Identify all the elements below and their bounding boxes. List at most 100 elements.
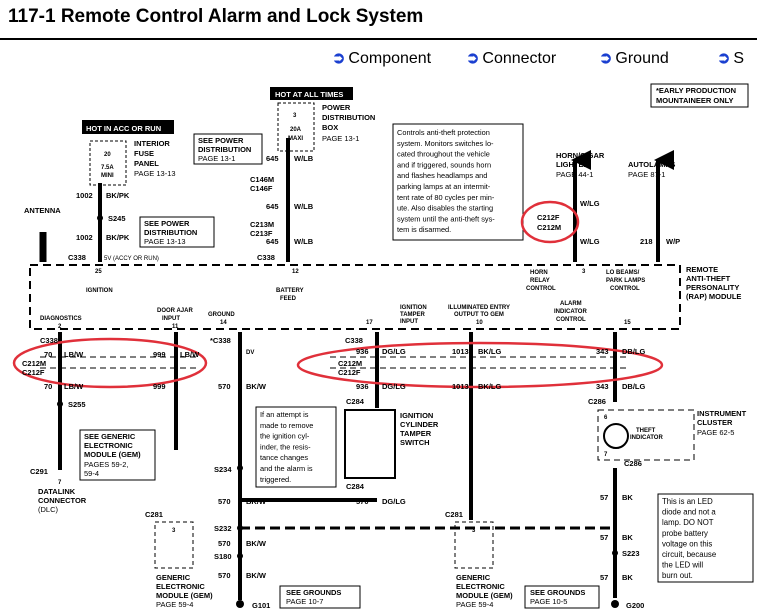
connector-c281-b: C281 — [445, 510, 463, 519]
led-note-line: burn out. — [662, 571, 693, 580]
color-wlb-b: W/LB — [294, 202, 314, 211]
description-line: tem is disarmed. — [397, 225, 451, 234]
gem-a-line2: ELECTRONIC — [156, 582, 205, 591]
nav-link-connector[interactable]: ➲Connector — [466, 48, 556, 68]
ic-label2: CLUSTER — [697, 418, 733, 427]
circuit-57-c: 57 — [600, 573, 608, 582]
gem-b-line2: ELECTRONIC — [456, 582, 505, 591]
see-grounds1-line1: SEE GROUNDS — [286, 588, 341, 597]
gem-b-line1: GENERIC — [456, 573, 491, 582]
description-line: system until the anti-theft sys- — [397, 214, 495, 223]
circuit-645-b: 645 — [266, 202, 279, 211]
horn-relay-line3: CONTROL — [526, 286, 556, 292]
pdb-label1: POWER — [322, 103, 351, 112]
pin-6: 6 — [604, 415, 608, 421]
fuse3-rating: 20A — [290, 127, 302, 133]
arrow-right-icon: ➲ — [599, 50, 613, 67]
gem-b-page: PAGE 59-4 — [456, 600, 493, 609]
theft-led-symbol — [603, 423, 629, 449]
circuit-570-b: 570 — [356, 497, 369, 506]
connector-c286-b: C286 — [624, 459, 642, 468]
gem-b-line3: MODULE (GEM) — [456, 591, 513, 600]
splice-bus — [40, 356, 630, 530]
fuse20-rating: 7.5A — [101, 165, 114, 171]
connector-c212f-top: C212F — [537, 213, 560, 222]
circuit-343-b: 343 — [596, 382, 609, 391]
arrow-right-icon: ➲ — [466, 50, 480, 67]
description-box — [392, 123, 524, 241]
gem-a-page: PAGE 59-4 — [156, 600, 193, 609]
color-lbw-b: LB/W — [180, 350, 200, 359]
circuit-1002-b: 1002 — [76, 233, 93, 242]
ignition-attempt-line: triggered. — [260, 475, 291, 484]
see-power-dist-1-box — [193, 133, 263, 165]
connector-c338-mid-star: *C338 — [210, 336, 231, 345]
led-note-box — [657, 493, 754, 583]
color-dglg-b: DG/LG — [382, 382, 406, 391]
color-bkpk-a: BK/PK — [106, 191, 130, 200]
color-dblg-a: DB/LG — [622, 347, 645, 356]
nav-link-cut-off-label: S — [733, 50, 745, 67]
see-power-dist-2-box — [139, 216, 215, 248]
color-bklg-b: BK/LG — [478, 382, 501, 391]
lobeams-line2: PARK LAMPS — [606, 278, 645, 284]
circuit-57-b: 57 — [600, 533, 608, 542]
fuse20-type: MINI — [101, 173, 114, 179]
nav-link-cut-off[interactable]: ➲S — [717, 48, 744, 68]
nav-link-component[interactable]: ➲Component — [332, 48, 431, 68]
color-bkpk-b: BK/PK — [106, 233, 130, 242]
fuse3-type: MAXI — [288, 136, 303, 142]
hot-all-times-label: HOT AT ALL TIMES — [275, 90, 343, 99]
pin-15: 15 — [624, 320, 631, 326]
circuit-57-a: 57 — [600, 493, 608, 502]
battery-feed-line2: FEED — [280, 296, 297, 302]
color-dglg-a: DG/LG — [382, 347, 406, 356]
horn-relay-line1: HORN — [530, 270, 548, 276]
color-wlb-a: W/LB — [294, 154, 314, 163]
pin-11: 11 — [172, 324, 179, 330]
splice-s234: S234 — [214, 465, 232, 474]
description-line: ute. Also disables the starting — [397, 204, 493, 213]
pin-2: 2 — [58, 324, 62, 330]
arrow-right-icon: ➲ — [717, 50, 731, 67]
theft-label2: INDICATOR — [630, 435, 663, 441]
gem-a-line3: MODULE (GEM) — [156, 591, 213, 600]
connector-c338-mid-l: C338 — [40, 336, 58, 345]
diagnostics-label: DIAGNOSTICS — [40, 316, 82, 322]
nav-link-component-label: Component — [348, 50, 432, 67]
fuse-20-box — [89, 140, 127, 186]
autolamps-page: PAGE 87-1 — [628, 170, 665, 179]
autolamps-label: AUTOLAMPS — [628, 160, 675, 169]
early-production-box — [650, 83, 749, 108]
rap-label2: ANTI-THEFT — [686, 274, 731, 283]
fuse20-number: 20 — [104, 152, 111, 158]
see-grounds1-line2: PAGE 10-7 — [286, 597, 323, 606]
color-lbw-a: LB/W — [64, 350, 84, 359]
see-grounds2-line2: PAGE 10-5 — [530, 597, 567, 606]
nav-link-ground-label: Ground — [615, 50, 669, 67]
connector-c284-b: C284 — [346, 482, 365, 491]
ground-g101: G101 — [252, 601, 270, 610]
see-pd2-line2: DISTRIBUTION — [144, 228, 197, 237]
circuit-1013-b: 1013 — [452, 382, 469, 391]
nav-link-ground[interactable]: ➲Ground — [599, 48, 669, 68]
description-line: and flashes headlamps and — [397, 171, 487, 180]
connector-c338-mid-r: C338 — [345, 336, 363, 345]
fuse-3-box — [277, 102, 315, 152]
acc-run-note: 5V (ACCY OR RUN) — [104, 256, 159, 262]
pin-12: 12 — [292, 269, 299, 275]
led-note-line: This is an LED — [662, 497, 713, 506]
led-note-line: diode and not a — [662, 508, 716, 517]
dlc-line3: (DLC) — [38, 505, 59, 514]
dlc-line1: DATALINK — [38, 487, 76, 496]
pin-3-top: 3 — [582, 269, 586, 275]
splice-s180: S180 — [214, 552, 232, 561]
ground-label: GROUND — [208, 312, 235, 318]
ic-label1: INSTRUMENT — [697, 409, 747, 418]
theft-label1: THEFT — [636, 428, 656, 434]
battery-feed-line1: BATTERY — [276, 288, 304, 294]
highlight-c212-top — [520, 200, 580, 244]
highlight-c212-right — [296, 341, 664, 389]
